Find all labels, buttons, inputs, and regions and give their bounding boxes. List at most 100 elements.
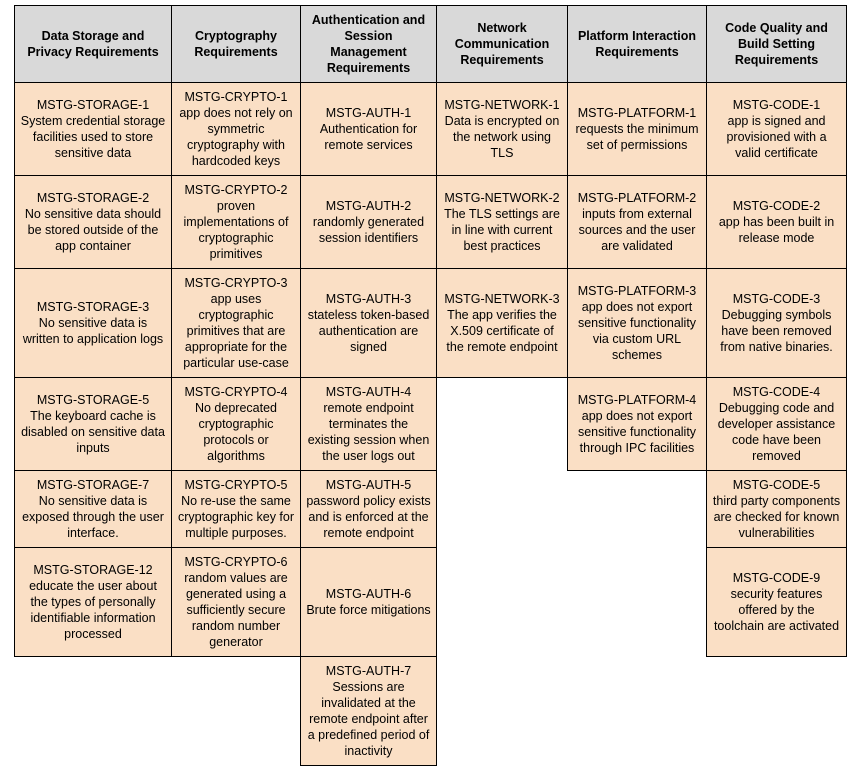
requirement-id: MSTG-AUTH-4 [325, 385, 412, 399]
requirement-id: MSTG-PLATFORM-2 [577, 191, 697, 205]
requirement-text: remote endpoint terminates the existing … [307, 401, 430, 463]
requirement-cell-mstg-crypto-4: MSTG-CRYPTO-4 No deprecated cryptographic… [171, 377, 301, 471]
requirement-id: MSTG-CODE-9 [732, 571, 821, 585]
requirement-id: MSTG-PLATFORM-3 [577, 284, 697, 298]
requirement-cell-mstg-platform-3: MSTG-PLATFORM-3 app does not export sensi… [567, 268, 707, 378]
requirement-text: app has been built in release mode [718, 215, 835, 245]
requirement-text: System credential storage facilities use… [20, 114, 166, 160]
requirement-text: Debugging code and developer assistance … [717, 401, 836, 463]
requirement-text: stateless token-based authentication are… [307, 308, 430, 354]
requirement-id: MSTG-CRYPTO-1 [184, 90, 288, 104]
requirement-cell-mstg-crypto-6: MSTG-CRYPTO-6 random values are generated… [171, 547, 301, 657]
requirement-text: The app verifies the X.509 certificate o… [446, 308, 558, 354]
requirement-id: MSTG-STORAGE-5 [36, 393, 150, 407]
requirement-text: app does not rely on symmetric cryptogra… [179, 106, 293, 168]
requirement-id: MSTG-CODE-3 [732, 292, 821, 306]
requirement-id: MSTG-CRYPTO-3 [184, 276, 288, 290]
requirement-id: MSTG-STORAGE-7 [36, 478, 150, 492]
empty-cell [436, 656, 568, 766]
requirement-id: MSTG-AUTH-2 [325, 199, 412, 213]
requirement-id: MSTG-CODE-5 [732, 478, 821, 492]
empty-cell [436, 470, 568, 548]
requirement-text: The TLS settings are in line with curren… [444, 207, 560, 253]
requirement-id: MSTG-CRYPTO-4 [184, 385, 288, 399]
requirement-cell-mstg-crypto-1: MSTG-CRYPTO-1 app does not rely on symmet… [171, 82, 301, 176]
empty-cell [436, 377, 568, 471]
requirement-text: Debugging symbols have been removed from… [720, 308, 833, 354]
requirement-text: Authentication for remote services [319, 122, 418, 152]
requirement-id: MSTG-PLATFORM-1 [577, 106, 697, 120]
requirement-cell-mstg-storage-12: MSTG-STORAGE-12 educate the user about th… [14, 547, 172, 657]
empty-cell [171, 656, 301, 766]
table-row: MSTG-STORAGE-12 educate the user about th… [14, 547, 847, 657]
requirement-text: randomly generated session identifiers [312, 215, 425, 245]
requirement-text: No sensitive data is exposed through the… [22, 494, 164, 540]
requirement-cell-mstg-storage-7: MSTG-STORAGE-7 No sensitive data is expos… [14, 470, 172, 548]
requirement-text: Sessions are invalidated at the remote e… [307, 680, 430, 758]
requirement-id: MSTG-STORAGE-1 [36, 98, 150, 112]
requirement-text: requests the minimum set of permissions [575, 122, 699, 152]
requirement-text: Data is encrypted on the network using T… [444, 114, 560, 160]
requirement-cell-mstg-auth-3: MSTG-AUTH-3 stateless token-based authent… [300, 268, 437, 378]
requirement-id: MSTG-STORAGE-3 [36, 300, 150, 314]
empty-cell [14, 656, 172, 766]
requirement-text: No sensitive data should be stored outsi… [24, 207, 162, 253]
requirement-text: The keyboard cache is disabled on sensit… [21, 409, 165, 455]
requirement-id: MSTG-CRYPTO-6 [184, 555, 288, 569]
requirement-id: MSTG-STORAGE-12 [33, 563, 153, 577]
requirement-id: MSTG-STORAGE-2 [36, 191, 150, 205]
requirement-id: MSTG-CRYPTO-5 [184, 478, 288, 492]
requirement-text: app does not export sensitive functional… [577, 409, 697, 455]
requirement-text: app is signed and provisioned with a val… [726, 114, 827, 160]
table-row: MSTG-STORAGE-3 No sensitive data is writt… [14, 268, 847, 378]
requirement-text: inputs from external sources and the use… [578, 207, 696, 253]
requirement-id: MSTG-CODE-4 [732, 385, 821, 399]
requirement-id: MSTG-NETWORK-3 [444, 292, 560, 306]
requirement-text: No re-use the same cryptographic key for… [177, 494, 295, 540]
requirement-id: MSTG-AUTH-3 [325, 292, 412, 306]
requirement-cell-mstg-platform-4: MSTG-PLATFORM-4 app does not export sensi… [567, 377, 707, 471]
empty-cell [567, 470, 707, 548]
requirement-text: security features offered by the toolcha… [713, 587, 840, 633]
requirement-cell-mstg-storage-2: MSTG-STORAGE-2 No sensitive data should b… [14, 175, 172, 269]
requirement-id: MSTG-PLATFORM-4 [577, 393, 697, 407]
requirement-cell-mstg-crypto-5: MSTG-CRYPTO-5 No re-use the same cryptogr… [171, 470, 301, 548]
empty-cell [706, 656, 847, 766]
requirement-cell-mstg-auth-4: MSTG-AUTH-4 remote endpoint terminates th… [300, 377, 437, 471]
requirement-id: MSTG-CRYPTO-2 [184, 183, 288, 197]
requirement-cell-mstg-code-9: MSTG-CODE-9 security features offered by … [706, 547, 847, 657]
requirement-cell-mstg-storage-3: MSTG-STORAGE-3 No sensitive data is writt… [14, 268, 172, 378]
requirement-text: educate the user about the types of pers… [29, 579, 157, 641]
requirement-id: MSTG-AUTH-7 [325, 664, 412, 678]
requirement-text: No sensitive data is written to applicat… [22, 316, 164, 346]
empty-cell [567, 547, 707, 657]
requirement-text: No deprecated cryptographic protocols or… [194, 401, 277, 463]
requirement-text: app does not export sensitive functional… [577, 300, 697, 362]
requirement-text: random values are generated using a suff… [184, 571, 288, 649]
requirement-cell-mstg-auth-2: MSTG-AUTH-2 randomly generated session id… [300, 175, 437, 269]
requirement-text: Brute force mitigations [306, 603, 431, 617]
requirement-id: MSTG-AUTH-1 [325, 106, 412, 120]
